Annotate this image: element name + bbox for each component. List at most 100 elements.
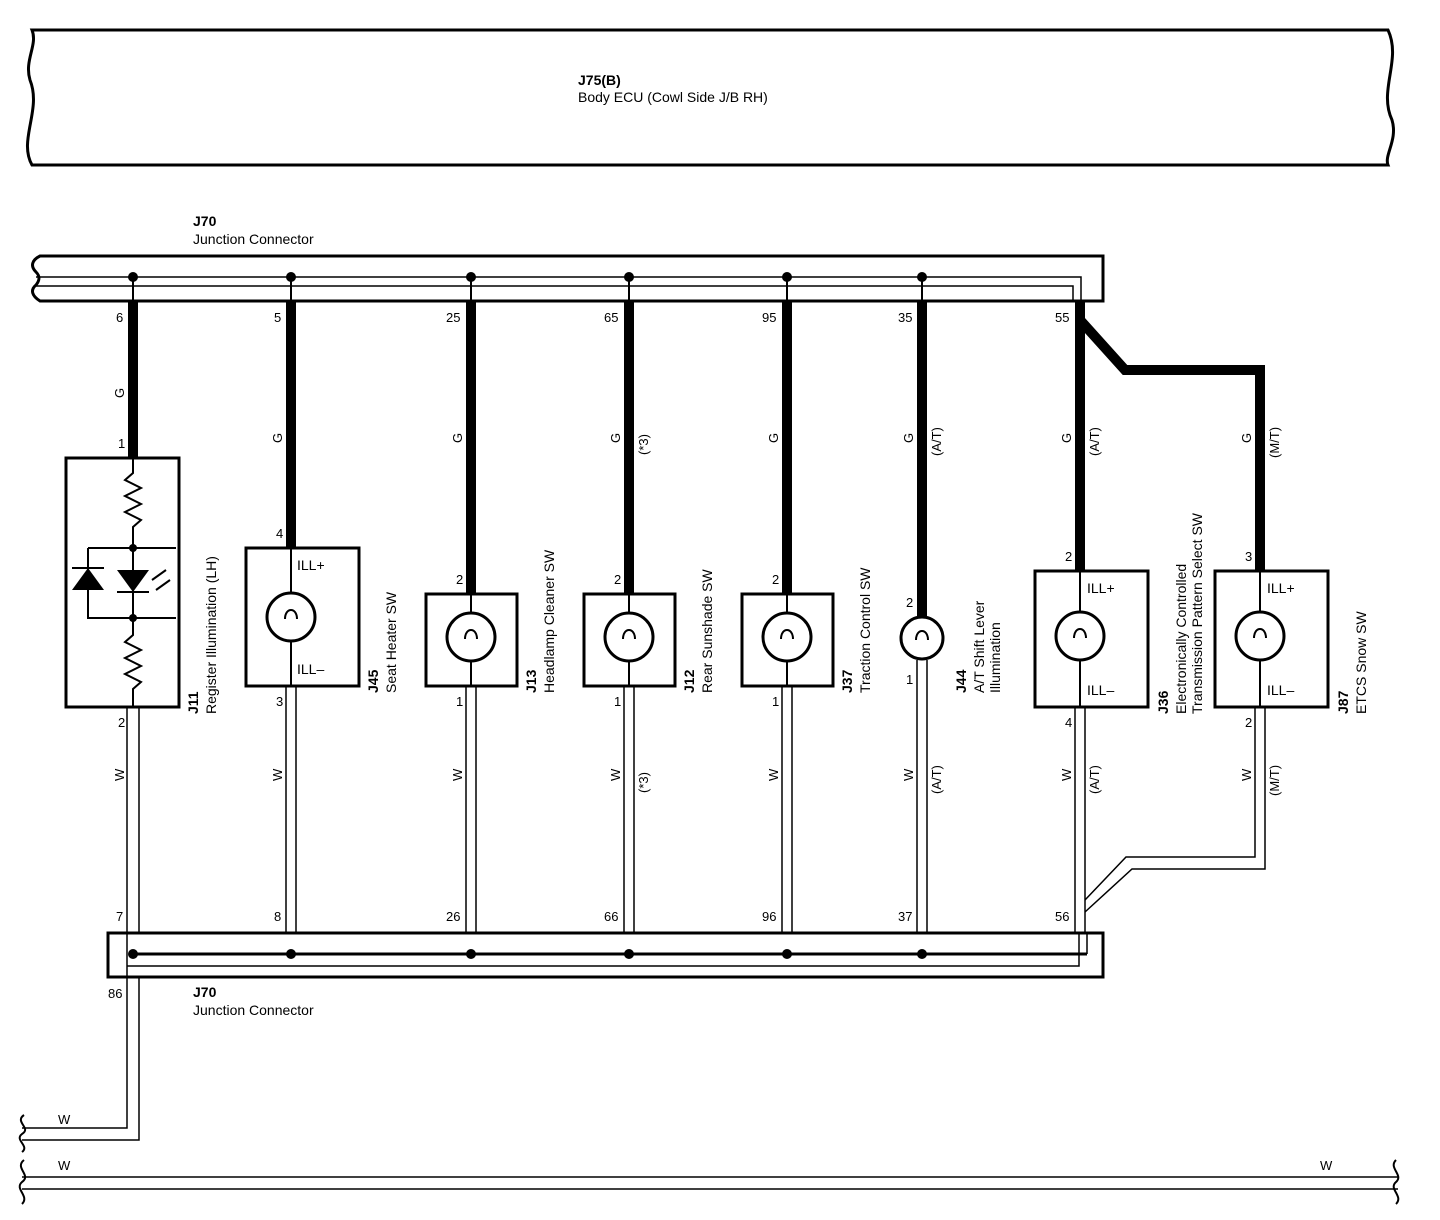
bulb-icon (1234, 610, 1286, 662)
component-name: Rear Sunshade SW (699, 568, 715, 693)
junction-connector-top: J70 Junction Connector (31, 213, 1105, 303)
splice-dot (128, 272, 138, 282)
ill-minus-label: ILL– (1267, 682, 1294, 698)
at-shift-lever-illumination (899, 615, 945, 661)
wire-color-label: W (58, 1158, 71, 1173)
splice-dot (286, 949, 296, 959)
register-illumination-lh (64, 456, 181, 709)
pin-label: 37 (898, 909, 912, 924)
junction-bottom-code: J70 (193, 984, 217, 1000)
pin-label: 1 (906, 672, 913, 687)
pin-label: 96 (762, 909, 776, 924)
pin-label: 4 (276, 526, 283, 541)
component-labels: J11 Register Illumination (LH) J45 Seat … (185, 512, 1369, 714)
pin-label: 2 (118, 715, 125, 730)
wire-color-label: W (112, 768, 127, 781)
pin-label: 86 (108, 986, 122, 1001)
component-name: Illumination (987, 622, 1003, 693)
splice-dot (128, 949, 138, 959)
pin-label: 65 (604, 310, 618, 325)
pin-label: 2 (456, 572, 463, 587)
wire-color-labels: G G G G G G G G W W W W W W W W W W W (58, 388, 1333, 1173)
pin-label: 6 (116, 310, 123, 325)
pin-label: 1 (118, 436, 125, 451)
splice-dot (286, 272, 296, 282)
pin-label: 95 (762, 310, 776, 325)
component-name: Seat Heater SW (383, 591, 399, 693)
wire-color-label: G (766, 433, 781, 443)
bulb-icon (899, 615, 945, 661)
white-wires (22, 660, 1398, 1190)
ecu-name: Body ECU (Cowl Side J/B RH) (578, 89, 768, 105)
component-code: J11 (185, 691, 201, 714)
pin-label: 4 (1065, 715, 1072, 730)
pin-label: 2 (1245, 715, 1252, 730)
component-name: Register Illumination (LH) (203, 556, 219, 714)
pin-label: 5 (274, 310, 281, 325)
ill-plus-label: ILL+ (297, 557, 325, 573)
splice-dot (782, 272, 792, 282)
traction-control-switch (740, 592, 835, 688)
splice-dot (782, 949, 792, 959)
note-star3: (*3) (636, 434, 651, 455)
wire-color-label: G (112, 388, 127, 398)
pin-label: 2 (1065, 549, 1072, 564)
wire-color-label: G (608, 433, 623, 443)
ecu-code: J75(B) (578, 72, 621, 88)
bulb-icon (603, 611, 655, 663)
component-code: J12 (681, 669, 697, 693)
junction-connector-bottom: J70 Junction Connector 86 (106, 931, 1105, 1018)
note-at: (A/T) (929, 427, 944, 456)
component-code: J44 (953, 669, 969, 693)
pin-label: 1 (772, 694, 779, 709)
pin-label: 56 (1055, 909, 1069, 924)
transmission-pattern-select-switch: ILL+ ILL– (1033, 569, 1150, 709)
pin-label: 3 (276, 694, 283, 709)
splice-dot (466, 949, 476, 959)
note-at: (A/T) (1087, 765, 1102, 794)
pin-label: 55 (1055, 310, 1069, 325)
ill-minus-label: ILL– (1087, 682, 1114, 698)
pin-label: 1 (456, 694, 463, 709)
etcs-snow-switch: ILL+ ILL– (1213, 569, 1330, 709)
wire-color-label: W (270, 768, 285, 781)
pin-label: 8 (274, 909, 281, 924)
wire-color-label: W (58, 1112, 71, 1127)
pin-label: 1 (614, 694, 621, 709)
wire-color-label: G (450, 433, 465, 443)
pin-label: 2 (614, 572, 621, 587)
component-name: Electronically Controlled (1173, 564, 1189, 714)
splice-dot (917, 949, 927, 959)
pin-label: 2 (906, 595, 913, 610)
component-name: ETCS Snow SW (1353, 611, 1369, 714)
wire-color-label: G (901, 433, 916, 443)
wire-color-label: W (1320, 1158, 1333, 1173)
junction-top-name: Junction Connector (193, 231, 314, 247)
rear-sunshade-switch (582, 592, 677, 688)
wire-color-label: G (1239, 433, 1254, 443)
wire-color-label: W (608, 768, 623, 781)
pin-label: 66 (604, 909, 618, 924)
bulb-icon (761, 611, 813, 663)
component-code: J45 (365, 669, 381, 693)
headlamp-cleaner-switch (424, 592, 519, 688)
bulb-icon (445, 611, 497, 663)
option-notes: (*3) (A/T) (A/T) (M/T) (*3) (A/T) (A/T) … (636, 427, 1282, 796)
component-name: A/T Shift Lever (971, 600, 987, 693)
wire-color-label: W (901, 768, 916, 781)
pin-label: 26 (446, 909, 460, 924)
component-name: Transmission Pattern Select SW (1189, 512, 1205, 714)
note-at: (A/T) (1087, 427, 1102, 456)
pin-label: 35 (898, 310, 912, 325)
junction-bottom-name: Junction Connector (193, 1002, 314, 1018)
component-code: J13 (523, 669, 539, 693)
note-star3: (*3) (636, 772, 651, 793)
ill-minus-label: ILL– (297, 661, 324, 677)
break-marks (18, 1114, 1400, 1205)
splice-dot (624, 272, 634, 282)
component-name: Traction Control SW (857, 567, 873, 693)
note-at: (A/T) (929, 765, 944, 794)
pin-label: 7 (116, 909, 123, 924)
